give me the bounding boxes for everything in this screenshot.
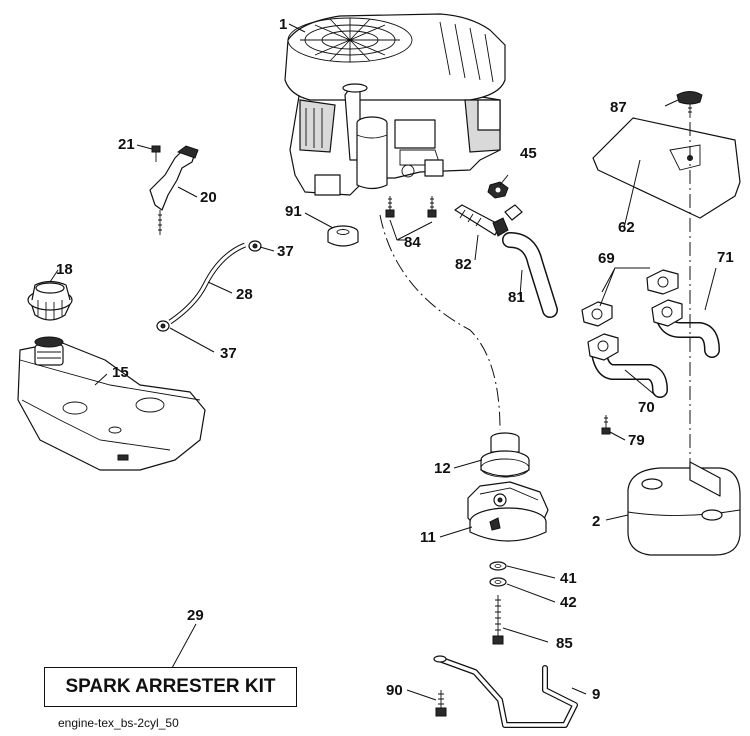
exhaust-pipe-70 <box>587 333 668 398</box>
heat-shield <box>592 117 741 219</box>
exhaust-pipe-71 <box>651 299 720 358</box>
callout-37-upper: 37 <box>277 243 294 260</box>
callout-41: 41 <box>560 570 577 587</box>
callout-2: 2 <box>592 513 600 530</box>
callout-82: 82 <box>455 256 472 273</box>
callout-9: 9 <box>592 686 600 703</box>
washer-42 <box>489 577 507 587</box>
callout-84: 84 <box>404 234 421 251</box>
gasket-69-b <box>646 269 679 295</box>
oil-drain-hose <box>502 232 558 318</box>
callout-12: 12 <box>434 460 451 477</box>
callout-37-lower: 37 <box>220 345 237 362</box>
callout-28: 28 <box>236 286 253 303</box>
callout-91: 91 <box>285 203 302 220</box>
callout-87: 87 <box>610 99 627 116</box>
leader-lines <box>49 23 717 701</box>
bolt-84-left <box>385 196 395 218</box>
clutch <box>467 481 549 542</box>
fuel-hose <box>168 242 246 325</box>
callouts: 1 2 9 11 12 15 18 20 21 28 29 37 37 41 4… <box>56 16 734 703</box>
callout-42: 42 <box>560 594 577 611</box>
callout-20: 20 <box>200 189 217 206</box>
engine <box>284 13 506 196</box>
fuel-tank <box>17 336 206 471</box>
spacer <box>327 225 359 247</box>
callout-90: 90 <box>386 682 403 699</box>
bracket-rod <box>433 655 578 728</box>
assembly-lines <box>379 122 691 470</box>
callout-29: 29 <box>187 607 204 624</box>
callout-79: 79 <box>628 432 645 449</box>
bolt-85 <box>492 595 504 645</box>
diagram-caption: engine-tex_bs-2cyl_50 <box>58 716 179 730</box>
hose-clamp-lower <box>156 320 170 332</box>
bolt-84-right <box>427 196 437 218</box>
callout-21: 21 <box>118 136 135 153</box>
throttle-control <box>149 145 199 235</box>
callout-45: 45 <box>520 145 537 162</box>
callout-71: 71 <box>717 249 734 266</box>
fuel-cap <box>27 280 73 321</box>
gasket-69-a <box>581 301 613 327</box>
screw-21 <box>151 145 161 162</box>
muffler <box>627 461 741 556</box>
knob <box>676 91 703 118</box>
hose-clamp-upper <box>248 240 262 252</box>
nut <box>487 181 509 199</box>
callout-81: 81 <box>508 289 525 306</box>
callout-18: 18 <box>56 261 73 278</box>
callout-62: 62 <box>618 219 635 236</box>
drain-valve <box>454 204 523 237</box>
callout-85: 85 <box>556 635 573 652</box>
washer-41 <box>489 561 507 571</box>
callout-11: 11 <box>420 529 436 546</box>
callout-69: 69 <box>598 250 615 267</box>
spark-arrester-kit-label: SPARK ARRESTER KIT <box>44 667 297 707</box>
callout-15: 15 <box>112 364 129 381</box>
bolt-90 <box>435 690 447 717</box>
callout-70: 70 <box>638 399 655 416</box>
pulley <box>480 432 530 478</box>
callout-1: 1 <box>279 16 287 33</box>
screw-79 <box>601 415 611 435</box>
